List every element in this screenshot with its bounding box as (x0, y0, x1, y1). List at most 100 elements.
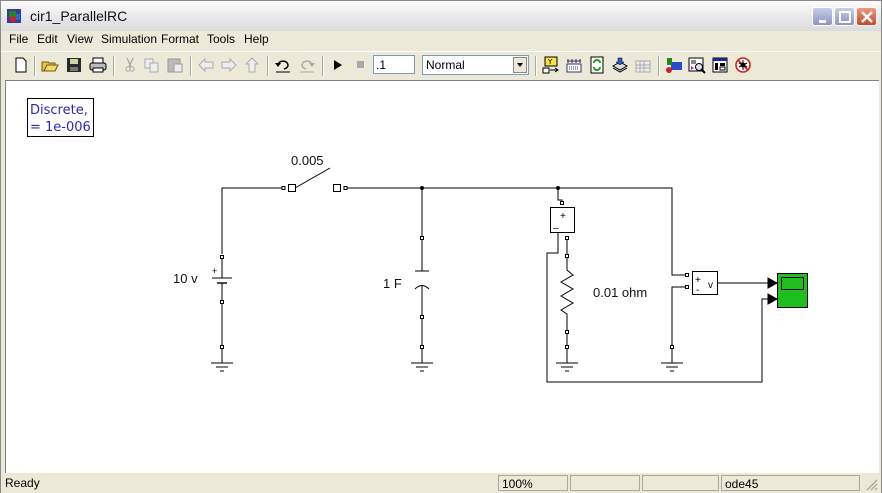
printer-icon (89, 57, 107, 73)
capacitor-label: 1 F (383, 276, 402, 291)
paste-button[interactable] (166, 56, 184, 74)
maximize-icon (839, 11, 851, 23)
resistor-label: 0.01 ohm (593, 285, 647, 300)
dropdown-button[interactable] (513, 57, 527, 73)
simulation-mode-select[interactable]: Normal (422, 55, 529, 75)
print-button[interactable] (89, 56, 107, 74)
refresh-button[interactable] (588, 56, 606, 74)
model-canvas[interactable]: Discrete, = 1e-006 0.005 (5, 80, 879, 473)
undo-button[interactable] (274, 56, 292, 74)
new-document-icon (15, 57, 27, 73)
arrow-up-icon (244, 57, 260, 73)
grid-icon (635, 60, 651, 73)
powergui-block[interactable]: Discrete, = 1e-006 (27, 98, 94, 137)
dc-voltage-source[interactable]: + 10 v (173, 255, 232, 304)
debugger-button[interactable] (688, 56, 706, 74)
wire (671, 286, 686, 345)
breaker-switch-block[interactable]: 0.005 (281, 153, 348, 192)
ground-symbol (661, 345, 683, 372)
model-explorer-button[interactable] (665, 56, 683, 74)
chevron-down-icon (517, 63, 523, 67)
model-advisor-button[interactable] (711, 56, 729, 74)
menu-simulation[interactable]: Simulation (101, 32, 158, 46)
current-measurement-block[interactable]: + – (550, 201, 575, 240)
close-icon (861, 11, 873, 23)
copy-icon (144, 58, 159, 73)
wire (347, 187, 686, 276)
model-browser-button[interactable] (634, 56, 652, 74)
scope-block[interactable] (767, 273, 808, 308)
build-button[interactable]: Y (542, 56, 560, 74)
minimize-icon (819, 20, 826, 23)
menu-format[interactable]: Format (161, 32, 200, 46)
profiler-button[interactable] (734, 56, 752, 74)
toolbar-separator (113, 56, 115, 76)
toolbar-separator (34, 56, 36, 76)
maximize-button[interactable] (834, 7, 855, 26)
library-icon (611, 57, 629, 73)
close-button[interactable] (856, 7, 877, 26)
toolbar-separator (267, 56, 269, 76)
toolbar-separator (658, 56, 660, 76)
toolbar: .1 Normal Y (1, 51, 881, 80)
stop-time-input[interactable]: .1 (373, 55, 415, 74)
library-browser-button[interactable] (611, 56, 629, 74)
stop-icon (357, 61, 364, 68)
toolbar-separator (535, 56, 537, 76)
wire (557, 188, 563, 202)
back-button[interactable] (197, 56, 215, 74)
window-title: cir1_ParallelRC (30, 8, 128, 24)
save-button[interactable] (65, 56, 83, 74)
resize-grip-icon[interactable] (865, 478, 878, 491)
ground-symbol (211, 345, 233, 372)
menu-bar: File Edit View Simulation Format Tools H… (1, 31, 881, 49)
status-cell-empty (642, 475, 719, 491)
menu-help[interactable]: Help (244, 32, 269, 46)
circuit-diagram: Discrete, = 1e-006 0.005 (27, 98, 808, 383)
scissors-icon (125, 57, 135, 72)
title-bar[interactable]: cir1_ParallelRC (1, 1, 881, 31)
up-button[interactable] (243, 56, 261, 74)
build-icon: Y (542, 56, 559, 74)
minimize-button[interactable] (812, 7, 833, 26)
wire (221, 187, 282, 254)
advisor-icon (712, 57, 728, 73)
model-explorer-icon (666, 58, 682, 73)
switch-label: 0.005 (291, 153, 324, 168)
update-icon (566, 59, 582, 73)
copy-button[interactable] (143, 56, 161, 74)
svg-text:Y: Y (547, 58, 553, 66)
voltage-meas-plus: + (695, 275, 701, 286)
menu-file[interactable]: File (9, 32, 29, 46)
wire (546, 233, 770, 383)
status-text: Ready (5, 476, 40, 490)
debugger-icon (688, 57, 706, 74)
menu-edit[interactable]: Edit (37, 32, 58, 46)
voltage-meas-minus: - (696, 285, 699, 296)
capacitor-block[interactable]: 1 F (383, 236, 430, 319)
arrow-icon (767, 293, 779, 305)
undo-icon (275, 60, 290, 73)
status-bar: Ready 100% ode45 (1, 473, 881, 493)
menu-tools[interactable]: Tools (207, 32, 236, 46)
ground-symbol (411, 345, 433, 372)
forward-button[interactable] (220, 56, 238, 74)
stop-simulation-button[interactable] (352, 56, 370, 74)
cut-button[interactable] (121, 56, 139, 74)
new-model-button[interactable] (12, 56, 30, 74)
arrow-icon (767, 277, 779, 289)
redo-button[interactable] (298, 56, 316, 74)
zoom-level: 100% (498, 475, 568, 491)
source-label: 10 v (173, 271, 198, 286)
source-plus-sign: + (212, 266, 217, 276)
open-button[interactable] (41, 56, 59, 74)
start-simulation-button[interactable] (329, 56, 347, 74)
update-diagram-button[interactable] (565, 56, 583, 74)
simulink-app-icon (7, 9, 21, 23)
menu-view[interactable]: View (67, 32, 93, 46)
powergui-line1: Discrete, (30, 103, 88, 118)
voltage-measurement-block[interactable]: + - v (685, 271, 718, 297)
toolbar-separator (322, 56, 324, 76)
resistor-block[interactable]: 0.01 ohm (560, 254, 647, 334)
